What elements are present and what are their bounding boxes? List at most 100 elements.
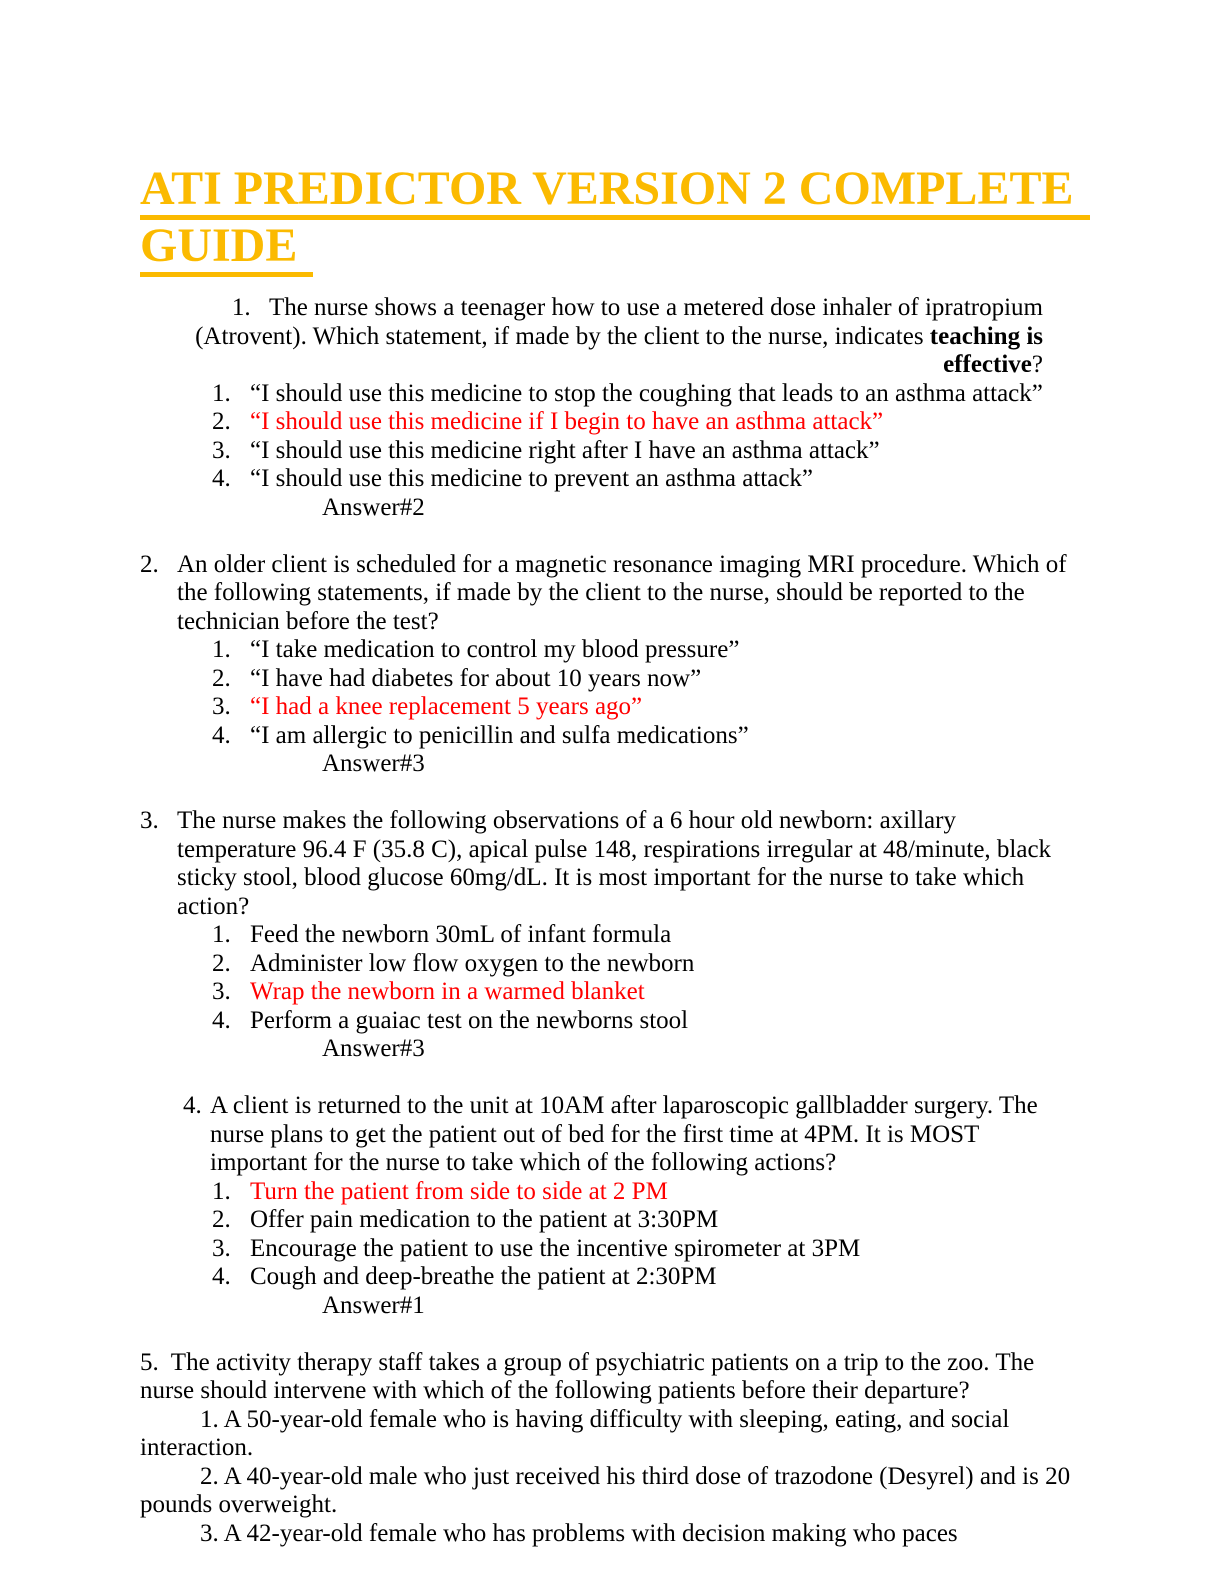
title-line-2: GUIDE [140, 217, 1090, 277]
option-line: 1. A 50-year-old female who is having di… [200, 1405, 1010, 1433]
title-text-1: ATI PREDICTOR VERSION 2 COMPLETE [140, 162, 1090, 220]
stem-line: 5. The activity therapy staff takes a gr… [140, 1348, 1035, 1376]
question-1-options: 1. “I should use this medicine to stop th… [212, 380, 1090, 523]
option-text-correct: Turn the patient from side to side at 2 … [250, 1177, 668, 1205]
option-text: Encourage the patient to use the incenti… [250, 1234, 861, 1262]
option-text: Cough and deep-breathe the patient at 2:… [250, 1263, 717, 1290]
option-text: Feed the newborn 30mL of infant formula [250, 921, 672, 948]
stem-line: important for the nurse to take which of… [210, 1149, 837, 1176]
stem-line: sticky stool, blood glucose 60mg/dL. It … [177, 864, 1025, 891]
option-number: 3. [212, 1234, 231, 1262]
option-row: 1. Feed the newborn 30mL of infant formul… [212, 921, 1090, 950]
stem-text: (Atrovent). Which statement, if made by … [195, 322, 930, 350]
question-4: 4. A client is returned to the unit at 1… [140, 1092, 1090, 1320]
option-number: 2. [212, 664, 231, 692]
option-text: “I have had diabetes for about 10 years … [250, 664, 702, 692]
option-line-continuation: interaction. [140, 1434, 254, 1461]
option-number: 2. [212, 1206, 231, 1233]
option-row: 4. Cough and deep-breathe the patient at … [212, 1263, 1090, 1292]
option-number: 4. [212, 721, 231, 749]
option-text-correct: Wrap the newborn in a warmed blanket [250, 978, 645, 1005]
option-row: 4. “I should use this medicine to prevent… [212, 465, 1090, 494]
question-stem-lines: A client is returned to the unit at 10AM… [210, 1092, 1090, 1178]
option-line: 3. A 42-year-old female who has problems… [200, 1519, 958, 1547]
stem-line: 1. The nurse shows a teenager how to use… [231, 294, 1043, 321]
option-text: “I am allergic to penicillin and sulfa m… [250, 721, 749, 749]
option-row: 3. “I should use this medicine right afte… [212, 437, 1090, 466]
stem-line: temperature 96.4 F (35.8 C), apical puls… [177, 835, 1052, 863]
stem-bold-text: teaching is [929, 322, 1043, 350]
answer-label: Answer#3 [322, 1035, 425, 1062]
option-number: 4. [212, 1263, 231, 1290]
option-row: 1. Turn the patient from side to side at … [212, 1178, 1090, 1207]
option-row: 2. Offer pain medication to the patient a… [212, 1206, 1090, 1235]
stem-bold-text: effective [943, 351, 1032, 378]
option-row: 4. “I am allergic to penicillin and sulfa… [212, 722, 1090, 751]
stem-line: nurse should intervene with which of the… [140, 1377, 970, 1404]
option-number: 2. [212, 408, 231, 435]
option-row: 3. Wrap the newborn in a warmed blanket [212, 978, 1090, 1007]
answer-label: Answer#1 [322, 1291, 425, 1319]
option-row: 2. Administer low flow oxygen to the newb… [212, 950, 1090, 979]
stem-line: (Atrovent). Which statement, if made by … [140, 323, 1043, 352]
option-text: Perform a guaiac test on the newborns st… [250, 1006, 689, 1034]
option-number: 1. [212, 921, 231, 948]
question-4-options: 1. Turn the patient from side to side at … [212, 1178, 1090, 1321]
option-text: Offer pain medication to the patient at … [250, 1206, 719, 1233]
question-3-stem: 3. The nurse makes the following observa… [140, 807, 1090, 921]
question-number: 4. [183, 1092, 202, 1119]
option-row: 1. “I take medication to control my blood… [212, 636, 1090, 665]
stem-line: A client is returned to the unit at 10AM… [210, 1092, 1038, 1119]
option-text: “I should use this medicine to stop the … [250, 379, 1043, 407]
option-row: 2. “I have had diabetes for about 10 year… [212, 665, 1090, 694]
option-text-correct: “I should use this medicine if I begin t… [250, 408, 884, 435]
option-number: 1. [212, 1177, 231, 1205]
option-row: 3. Encourage the patient to use the incen… [212, 1235, 1090, 1264]
question-4-stem: 4. A client is returned to the unit at 1… [183, 1092, 1090, 1178]
question-2-options: 1. “I take medication to control my blood… [212, 636, 1090, 779]
option-number: 1. [212, 379, 231, 407]
stem-line: action? [177, 892, 250, 920]
question-1-stem: 1. The nurse shows a teenager how to use… [140, 294, 1043, 380]
option-text: “I take medication to control my blood p… [250, 636, 740, 663]
option-number: 3. [212, 436, 231, 464]
option-line: 2. A 40-year-old male who just received … [200, 1462, 1071, 1490]
option-row: 1. “I should use this medicine to stop th… [212, 380, 1090, 409]
option-text-correct: “I had a knee replacement 5 years ago” [250, 693, 643, 720]
option-row: 3. “I had a knee replacement 5 years ago” [212, 693, 1090, 722]
question-number: 3. [140, 807, 159, 834]
stem-line: nurse plans to get the patient out of be… [210, 1120, 980, 1148]
question-2: 2. An older client is scheduled for a ma… [140, 551, 1090, 779]
question-5: 5. The activity therapy staff takes a gr… [140, 1349, 1090, 1549]
option-text: Administer low flow oxygen to the newbor… [250, 949, 695, 977]
option-text: “I should use this medicine right after … [250, 436, 880, 464]
question-number: 2. [140, 550, 159, 578]
stem-line: technician before the test? [177, 607, 439, 635]
stem-text: ? [1031, 351, 1043, 378]
question-stem-lines: An older client is scheduled for a magne… [177, 551, 1090, 637]
title-text-2: GUIDE [140, 219, 314, 277]
answer-label: Answer#2 [322, 493, 425, 521]
question-1: 1. The nurse shows a teenager how to use… [140, 294, 1090, 522]
option-number: 1. [212, 636, 231, 663]
question-3-options: 1. Feed the newborn 30mL of infant formul… [212, 921, 1090, 1064]
option-line-continuation: pounds overweight. [140, 1491, 338, 1518]
question-3: 3. The nurse makes the following observa… [140, 807, 1090, 1064]
option-number: 4. [212, 465, 231, 492]
stem-line: An older client is scheduled for a magne… [177, 550, 1067, 578]
option-number: 3. [212, 693, 231, 720]
title-line-1: ATI PREDICTOR VERSION 2 COMPLETE [140, 160, 1090, 220]
stem-line: the following statements, if made by the… [177, 579, 1025, 606]
question-2-stem: 2. An older client is scheduled for a ma… [140, 551, 1090, 637]
option-number: 2. [212, 949, 231, 977]
option-number: 4. [212, 1006, 231, 1034]
option-number: 3. [212, 978, 231, 1005]
answer-label: Answer#3 [322, 750, 425, 777]
question-stem-lines: The nurse makes the following observatio… [177, 807, 1090, 921]
option-row: 2. “I should use this medicine if I begin… [212, 408, 1090, 437]
stem-line: effective? [140, 351, 1043, 380]
option-text: “I should use this medicine to prevent a… [250, 465, 814, 492]
stem-line: The nurse makes the following observatio… [177, 807, 956, 834]
document-title: ATI PREDICTOR VERSION 2 COMPLETE GUIDE [140, 160, 1090, 277]
